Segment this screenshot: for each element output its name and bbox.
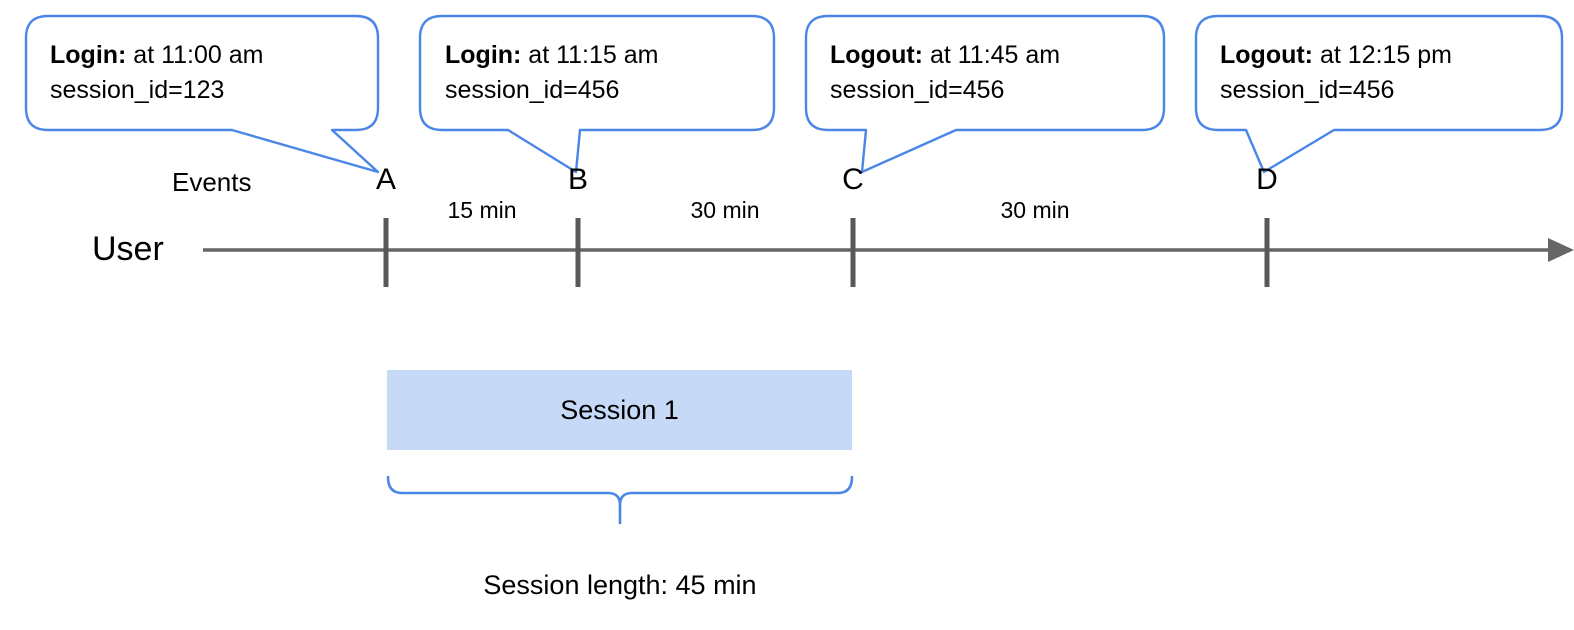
event-point-label-b: B — [567, 163, 588, 196]
timeline-axis — [203, 238, 1574, 262]
callout-c-bubble — [804, 14, 1166, 174]
callout-d-shape[interactable] — [1194, 14, 1564, 174]
event-point-label-c: C — [842, 163, 864, 196]
callout-a-bubble — [24, 14, 380, 174]
interval-label-a-b: 15 min — [447, 197, 517, 223]
session-brace — [386, 475, 854, 525]
timeline-arrowhead-icon — [1548, 238, 1574, 262]
session-brace-path — [386, 475, 854, 506]
interval-label-b-c: 30 min — [690, 197, 760, 223]
callout-d-bubble — [1194, 14, 1564, 174]
callout-c-shape[interactable] — [804, 14, 1166, 174]
event-point-label-a: A — [375, 163, 396, 196]
callout-a-shape[interactable] — [24, 14, 380, 174]
interval-label-c-d: 30 min — [1000, 197, 1070, 223]
session-length-caption: Session length: 45 min — [483, 570, 757, 600]
session-bar-1[interactable]: Session 1 — [387, 370, 852, 450]
callout-b-bubble — [418, 14, 776, 174]
callout-b-shape[interactable] — [418, 14, 776, 174]
event-point-label-d: D — [1256, 163, 1278, 196]
timeline-ticks — [383, 218, 1270, 287]
session-bar-label: Session 1 — [560, 394, 679, 425]
row-label-user: User — [92, 230, 164, 268]
row-label-events: Events — [172, 167, 252, 197]
